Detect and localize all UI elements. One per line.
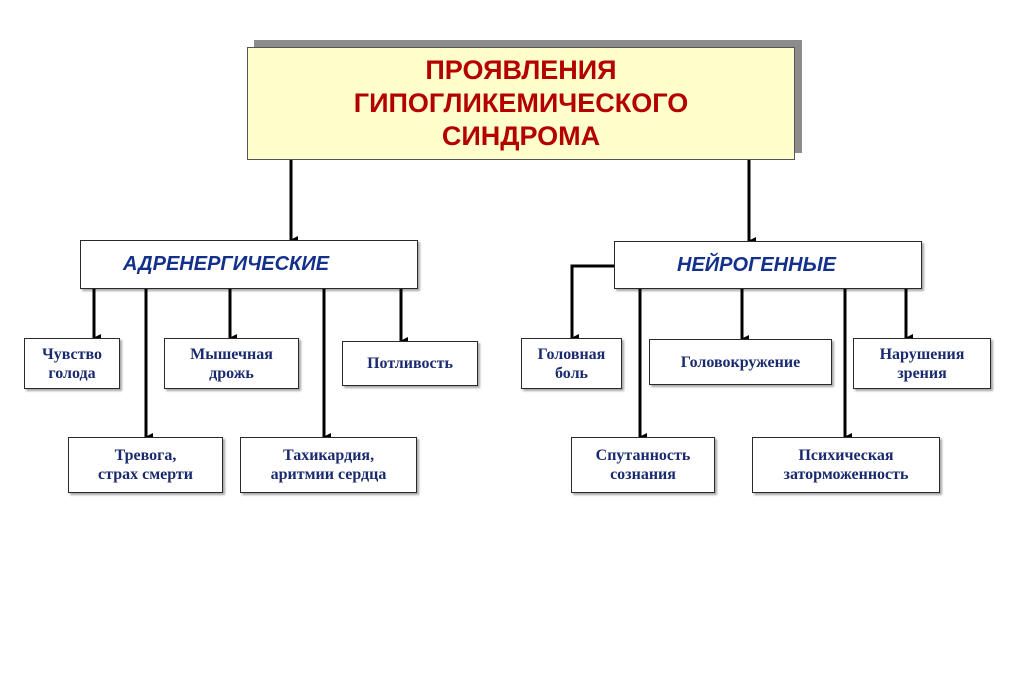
title-box: ПРОЯВЛЕНИЯ ГИПОГЛИКЕМИЧЕСКОГО СИНДРОМА xyxy=(247,47,795,160)
symptom-dizziness-label: Головокружение xyxy=(680,353,801,371)
symptom-sweating-label: Потливость xyxy=(367,355,453,372)
symptom-hunger-label: Чувство голода xyxy=(41,345,103,382)
symptom-confusion: Спутанность сознания xyxy=(571,437,715,493)
symptom-tachycardia: Тахикардия, аритмии сердца xyxy=(240,437,417,493)
symptom-anxiety-label: Тревога, страх смерти xyxy=(98,447,193,483)
category-adrenergic-label: АДРЕНЕРГИЧЕСКИЕ xyxy=(123,253,330,275)
symptom-lethargy-label: Психическая заторможенность xyxy=(783,447,909,483)
category-adrenergic: АДРЕНЕРГИЧЕСКИЕ xyxy=(80,240,418,289)
symptom-tremor: Мышечная дрожь xyxy=(164,338,299,389)
symptom-anxiety: Тревога, страх смерти xyxy=(68,437,223,493)
symptom-dizziness: Головокружение xyxy=(649,339,832,385)
symptom-confusion-label: Спутанность сознания xyxy=(595,447,691,483)
category-neurogenic-label: НЕЙРОГЕННЫЕ xyxy=(677,253,836,276)
symptom-vision-label: Нарушения зрения xyxy=(879,345,965,382)
symptom-sweating: Потливость xyxy=(342,341,478,386)
symptom-headache: Головная боль xyxy=(521,338,622,389)
symptom-vision: Нарушения зрения xyxy=(853,338,991,389)
symptom-lethargy: Психическая заторможенность xyxy=(752,437,940,493)
arrow-to-headache xyxy=(570,264,614,342)
diagram-title: ПРОЯВЛЕНИЯ ГИПОГЛИКЕМИЧЕСКОГО СИНДРОМА xyxy=(353,55,689,151)
symptom-hunger: Чувство голода xyxy=(24,338,120,389)
symptom-tachycardia-label: Тахикардия, аритмии сердца xyxy=(270,447,387,483)
category-neurogenic: НЕЙРОГЕННЫЕ xyxy=(614,241,922,289)
symptom-tremor-label: Мышечная дрожь xyxy=(190,345,273,382)
symptom-headache-label: Головная боль xyxy=(537,345,606,382)
